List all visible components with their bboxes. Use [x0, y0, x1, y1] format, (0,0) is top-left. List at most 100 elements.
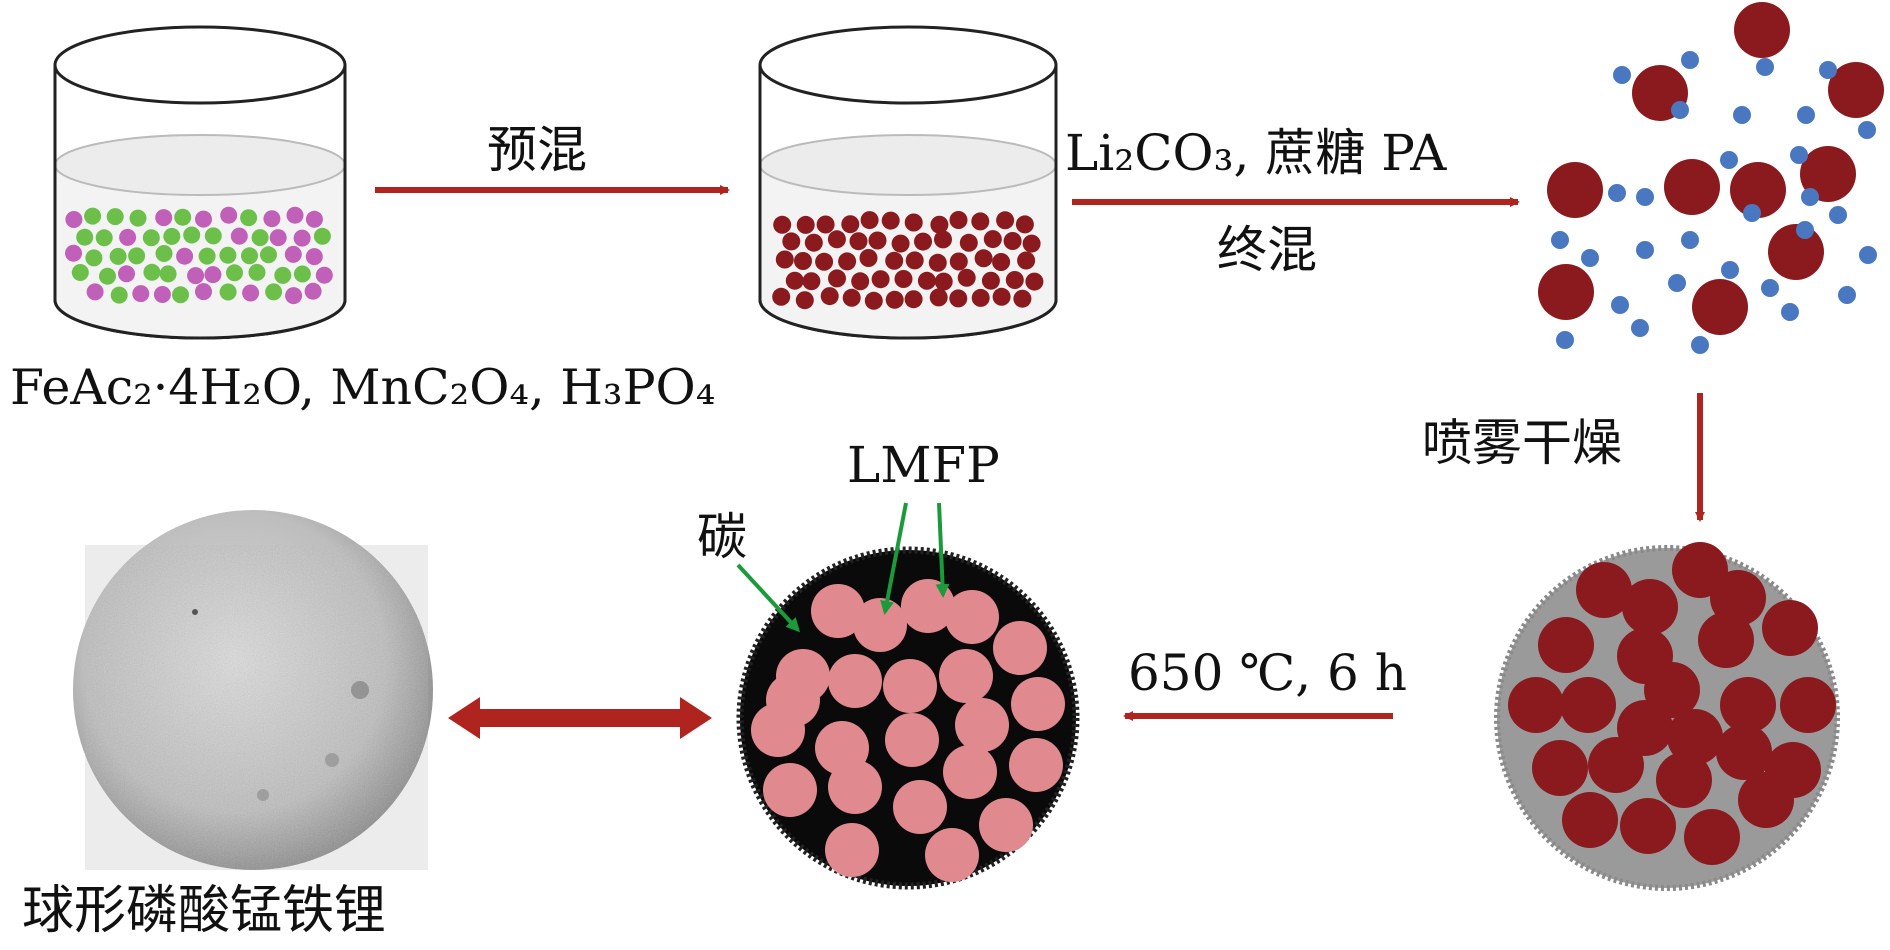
label-pointers [736, 502, 950, 633]
green-particle [174, 208, 192, 226]
spray-red-particle [1656, 752, 1712, 808]
magenta-particle [65, 244, 82, 262]
green-particle [110, 286, 128, 304]
green-particle [274, 266, 292, 284]
lmfp-particle [979, 798, 1033, 852]
magenta-particle [263, 210, 281, 228]
lmfp-particle [925, 828, 979, 882]
red-particle [815, 252, 834, 271]
red-particle [992, 287, 1011, 306]
blue-particle [1608, 184, 1626, 202]
blue-particle [1631, 319, 1649, 337]
red-particle [914, 232, 932, 251]
magenta-particle [285, 287, 303, 305]
final-mix-particles [1538, 2, 1884, 354]
spray-red-particle [1538, 617, 1594, 673]
spray-red-particle [1532, 740, 1588, 796]
spray-red-particle [1588, 737, 1644, 793]
red-particle [983, 230, 1002, 249]
green-particle [260, 246, 277, 264]
blue-particle [1829, 206, 1847, 224]
red-particle [1013, 289, 1032, 308]
lmfp-particle [828, 760, 882, 814]
magenta-particle [305, 210, 323, 228]
carbon-label: 碳 [697, 508, 747, 566]
lmfp-label: LMFP [847, 436, 1000, 494]
blue-particle [1859, 246, 1877, 264]
blue-particle [1797, 106, 1815, 124]
magenta-particle [304, 282, 322, 300]
blue-particle [1551, 231, 1569, 249]
lmfp-particle [955, 698, 1009, 752]
green-particle [226, 264, 243, 282]
precursors-label: FeAc₂·4H₂O, MnC₂O₄, H₃PO₄ [10, 359, 716, 416]
product-label: 球形磷酸锰铁锂 [22, 881, 387, 941]
lmfp-particle [766, 673, 820, 727]
red-particle [1025, 272, 1044, 291]
green-particle [241, 247, 258, 265]
red-particle [981, 271, 1000, 290]
red-particle [934, 230, 952, 249]
premix-particles [772, 211, 1044, 310]
red-particle [885, 251, 904, 270]
magenta-particle [195, 283, 212, 301]
red-particle [868, 231, 887, 250]
beaker-premix [758, 25, 1058, 340]
magenta-particle [293, 229, 311, 247]
green-particle [198, 247, 216, 265]
blue-particle [1733, 106, 1751, 124]
red-particle [804, 233, 823, 252]
green-particle [204, 227, 222, 245]
red-particle [904, 213, 923, 232]
lmfp-particle [825, 823, 879, 877]
lmfp-pointer-1 [880, 502, 908, 615]
red-particle [957, 268, 976, 287]
red-particle [894, 270, 913, 288]
final-mix-label: 终混 [1217, 221, 1317, 279]
large-red-particle [1730, 162, 1786, 218]
green-particle [76, 228, 94, 246]
lmfp-pointer-2 [935, 502, 950, 598]
spray-red-particle [1560, 677, 1616, 733]
blue-particle [1721, 261, 1739, 279]
spray-red-particle [1622, 579, 1678, 635]
magenta-particle [155, 209, 173, 227]
blue-particle [1858, 121, 1876, 139]
sem-image [73, 510, 433, 870]
red-particle [881, 211, 900, 230]
spray-red-particle [1620, 798, 1676, 854]
red-particle [775, 250, 794, 269]
blue-particle [1611, 296, 1629, 314]
large-red-particle [1828, 62, 1884, 118]
spray-red-particle [1562, 792, 1618, 848]
magenta-particle [284, 245, 302, 263]
green-particle [248, 263, 266, 281]
spray-red-particle [1576, 562, 1632, 618]
green-particle [163, 227, 181, 245]
magenta-particle [153, 286, 171, 303]
blue-particle [1761, 279, 1779, 297]
green-particle [95, 229, 113, 247]
equivalence-arrow [448, 697, 712, 739]
red-particle [841, 215, 860, 234]
red-particle [828, 269, 846, 288]
blue-particle [1581, 249, 1599, 267]
green-particle [109, 247, 127, 265]
blue-particle [1691, 336, 1709, 354]
red-particle [816, 215, 835, 234]
blue-particle [1671, 101, 1689, 119]
red-particle [864, 291, 883, 310]
green-particle [128, 247, 146, 265]
large-red-particle [1768, 224, 1824, 280]
red-particle [795, 291, 814, 310]
red-particle [891, 234, 910, 253]
green-particle [159, 265, 177, 283]
magenta-particle [242, 284, 260, 302]
green-particle [313, 227, 331, 245]
green-particle [85, 249, 103, 267]
red-particle [838, 252, 857, 271]
red-particle [971, 212, 990, 231]
magenta-particle [220, 206, 238, 224]
blue-particle [1636, 188, 1654, 206]
magenta-particle [315, 266, 333, 284]
